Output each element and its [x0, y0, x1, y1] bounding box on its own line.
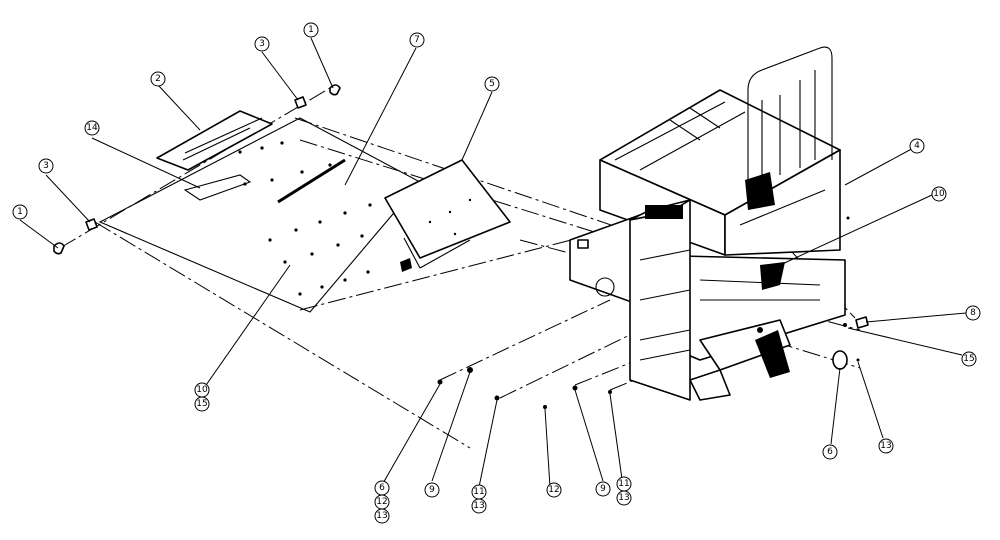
callout-3-top: 3 [254, 36, 270, 52]
rod-part-7 [277, 158, 346, 204]
callout-13-bottom-left-label: 13 [376, 511, 387, 521]
callout-6-bottom-label: 6 [379, 483, 385, 493]
callout-15-bottom-label: 15 [196, 399, 207, 409]
callout-10-bottom-label: 10 [196, 385, 208, 395]
callout-9-left-label: 9 [429, 485, 435, 495]
callout-12-mid: 12 [546, 482, 562, 498]
callout-11-right-label: 11 [618, 479, 629, 489]
callout-12-bottom-left-label: 12 [376, 497, 387, 507]
callout-15-right: 15 [961, 351, 977, 367]
callout-8-label: 8 [970, 308, 976, 318]
callout-9-right-label: 9 [600, 484, 606, 494]
bracket-part-1-top [329, 84, 341, 96]
callout-3-left-label: 3 [43, 161, 49, 171]
callout-9-left: 9 [424, 482, 440, 498]
floor-plate [98, 117, 421, 313]
callout-1-top-label: 1 [308, 25, 314, 35]
callout-11-right: 11 [616, 476, 632, 492]
callout-8: 8 [965, 305, 981, 321]
callout-1-left-label: 1 [17, 207, 23, 217]
callout-4-label: 4 [914, 141, 920, 151]
callout-14-label: 14 [86, 123, 98, 133]
callout-2-label: 2 [155, 74, 161, 84]
callout-5: 5 [484, 76, 500, 92]
callout-13-mid-label: 13 [473, 501, 484, 511]
callout-9-right: 9 [595, 481, 611, 497]
callout-11-left: 11 [471, 484, 487, 500]
callout-12-mid-label: 12 [548, 485, 559, 495]
callout-5-label: 5 [489, 79, 495, 89]
callout-11-left-label: 11 [473, 487, 484, 497]
callout-13-right-bottom: 13 [616, 490, 632, 506]
machine-body-part-4 [569, 46, 846, 401]
callout-1-top: 1 [303, 22, 319, 38]
callout-2: 2 [150, 71, 166, 87]
callout-3-top-label: 3 [259, 39, 265, 49]
callout-7: 7 [409, 32, 425, 48]
callout-13-bottom-left: 13 [374, 508, 390, 524]
callout-14: 14 [84, 120, 100, 136]
callout-10-bottom: 10 [194, 382, 210, 398]
hardware-part-8 [855, 316, 869, 329]
callout-10-right: 10 [931, 186, 947, 202]
bracket-part-3-left [85, 218, 98, 231]
callout-12-bottom-left: 12 [374, 494, 390, 510]
callout-13-right-label: 13 [880, 441, 891, 451]
cover-plate-part-2 [156, 110, 273, 171]
callout-13-right: 13 [878, 438, 894, 454]
washer-part-6-right [832, 350, 848, 370]
sloped-panel-part-5 [384, 159, 511, 272]
bracket-part-1-left [53, 242, 65, 255]
callout-1-left: 1 [12, 204, 28, 220]
callout-7-label: 7 [414, 35, 420, 45]
callout-leaders [19, 37, 967, 488]
callout-6-right-label: 6 [827, 447, 833, 457]
flat-plate-part-14 [183, 174, 252, 201]
callout-10-right-label: 10 [933, 189, 945, 199]
callout-13-right-bottom-label: 13 [618, 493, 629, 503]
callout-4: 4 [909, 138, 925, 154]
callout-6-right: 6 [822, 444, 838, 460]
hardware-small-left [437, 216, 860, 409]
callout-3-left: 3 [38, 158, 54, 174]
callout-15-right-label: 15 [963, 354, 974, 364]
callout-balloons: 1 3 7 5 2 14 3 1 [12, 22, 981, 524]
callout-15-bottom: 15 [194, 396, 210, 412]
callout-13-mid: 13 [471, 498, 487, 514]
floor-plate-holes [238, 141, 372, 296]
callout-6-bottom: 6 [374, 480, 390, 496]
